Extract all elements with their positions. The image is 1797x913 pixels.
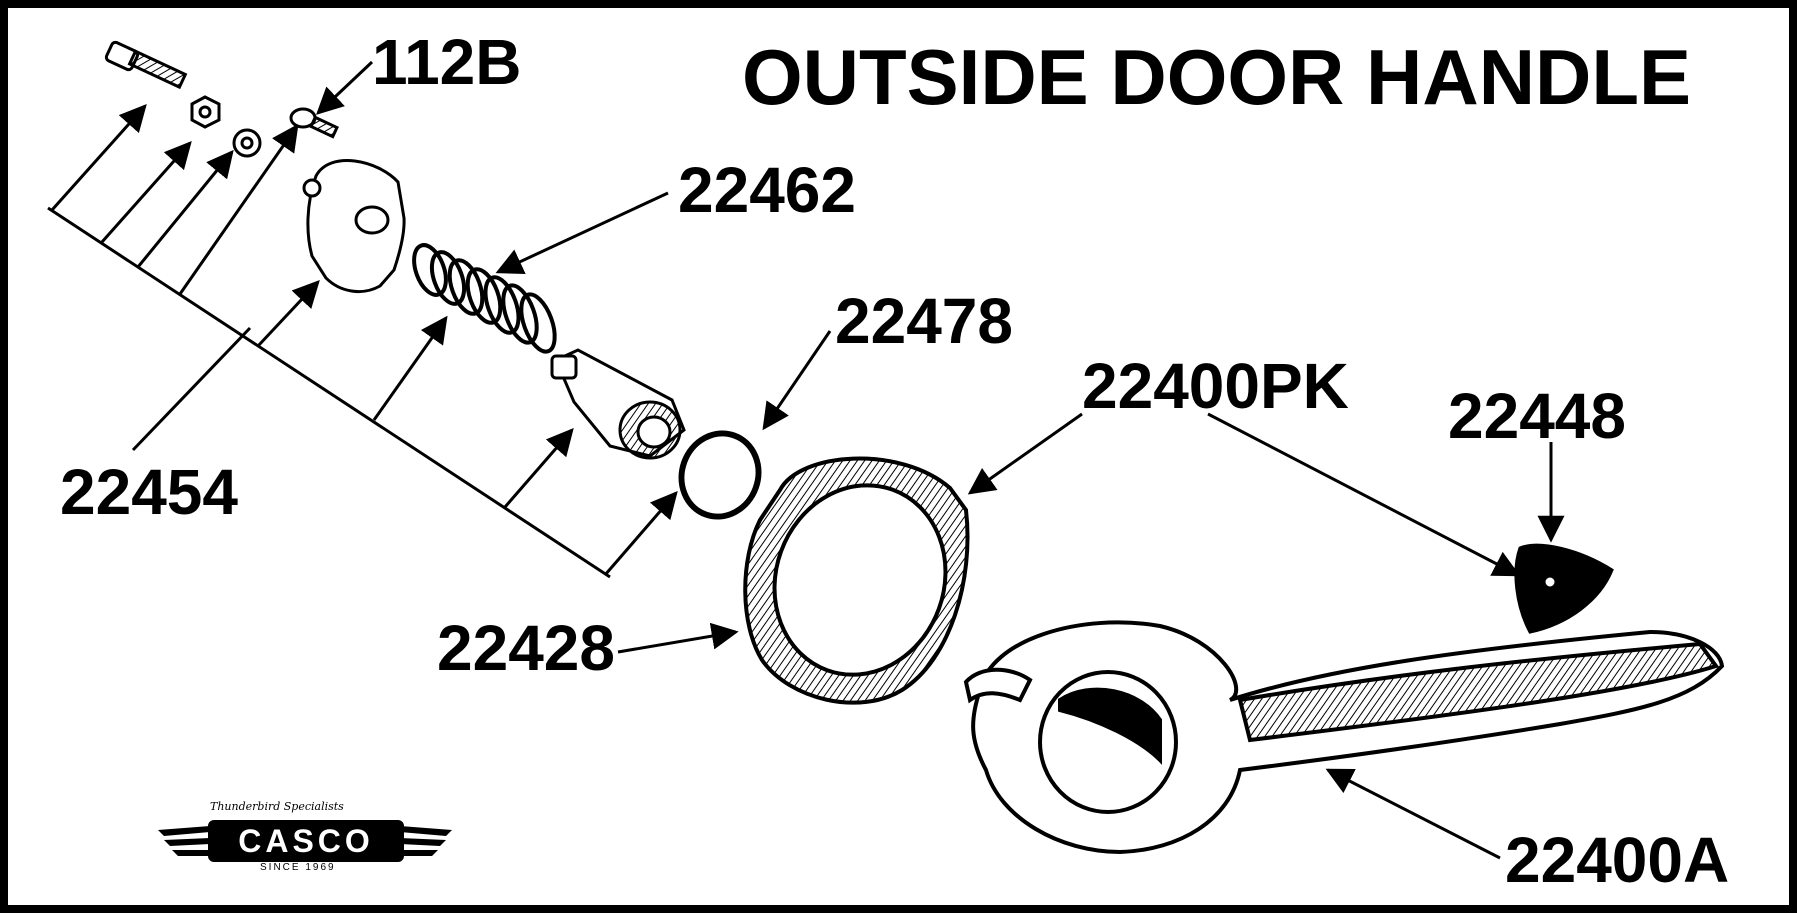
logo-wings-icon [158,826,452,856]
o-ring-part [678,430,762,520]
nut-part [190,95,221,129]
part-label-22400a: 22400A [1505,824,1730,896]
handle-part [963,620,1725,855]
part-label-22478: 22478 [835,285,1013,357]
part-label-22454: 22454 [60,456,238,528]
part-label-112b: 112B [372,26,522,98]
assembly-leader-lines [47,103,678,579]
part-label-22428: 22428 [437,612,615,684]
logo-since: SINCE 1969 [260,862,336,873]
spring-part [412,243,557,354]
pad-part [1514,543,1614,634]
retainer-plate-part [302,159,406,294]
part-label-22400pk: 22400PK [1082,350,1349,422]
part-label-22448: 22448 [1448,380,1626,452]
escutcheon-part [743,456,970,705]
logo-tagline: Thunderbird Specialists [210,800,344,813]
casco-logo: Thunderbird Specialists CASCO SINCE 1969 [150,800,460,890]
lock-washer-part [232,128,262,158]
plunger-part [550,348,686,460]
callout-arrows [316,60,1565,860]
small-screw-part [289,107,339,139]
logo-name: CASCO [208,820,404,862]
diagram-title: OUTSIDE DOOR HANDLE [742,33,1692,121]
screw-part [104,40,188,90]
part-label-22462: 22462 [678,154,856,226]
